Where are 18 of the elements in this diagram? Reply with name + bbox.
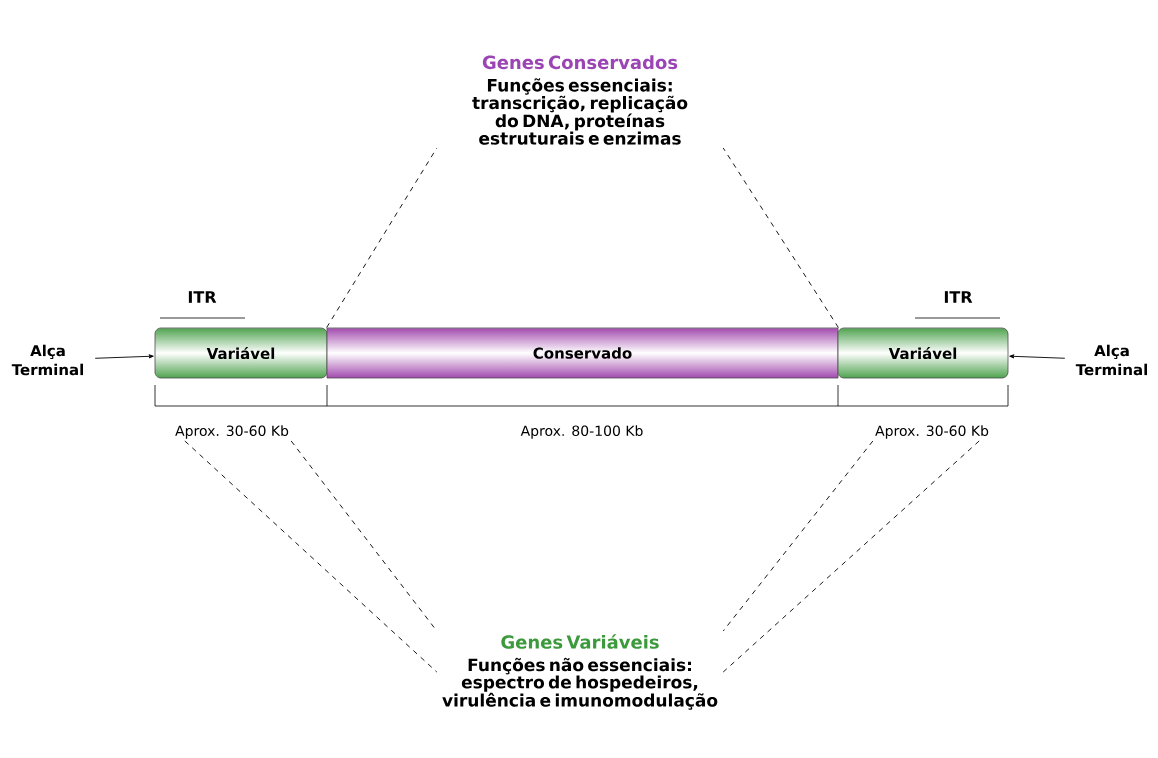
leader-line [722, 440, 874, 632]
leader-line [722, 440, 980, 673]
leader-line [184, 440, 438, 673]
terminal-loop-label: Alça Terminal [11, 344, 83, 376]
size-label: Aprox. 30-60 Kb [875, 425, 989, 439]
leader-line [722, 147, 839, 329]
variable-segment: Variável [154, 327, 328, 379]
itr-label: ITR [944, 291, 973, 303]
arrow [1009, 354, 1066, 359]
variable-genes-text: Genes Variáveis Funções não essenciais: espectro de hospedeiros, virulência e imunomodulação [442, 634, 718, 710]
size-label: Aprox. 80-100 Kb [520, 425, 643, 439]
leader-line [326, 147, 438, 329]
size-label: Aprox. 30-60 Kb [175, 425, 289, 439]
conserved-genes-text: Genes Conservados Funções essenciais: transcrição, replicação do DNA, proteínas estruturais e enzimas [472, 55, 688, 145]
variable-segment: Variável [837, 327, 1009, 379]
itr-label: ITR [188, 291, 217, 303]
terminal-loop-label: Alça Terminal [1075, 344, 1147, 376]
arrow [94, 354, 154, 359]
